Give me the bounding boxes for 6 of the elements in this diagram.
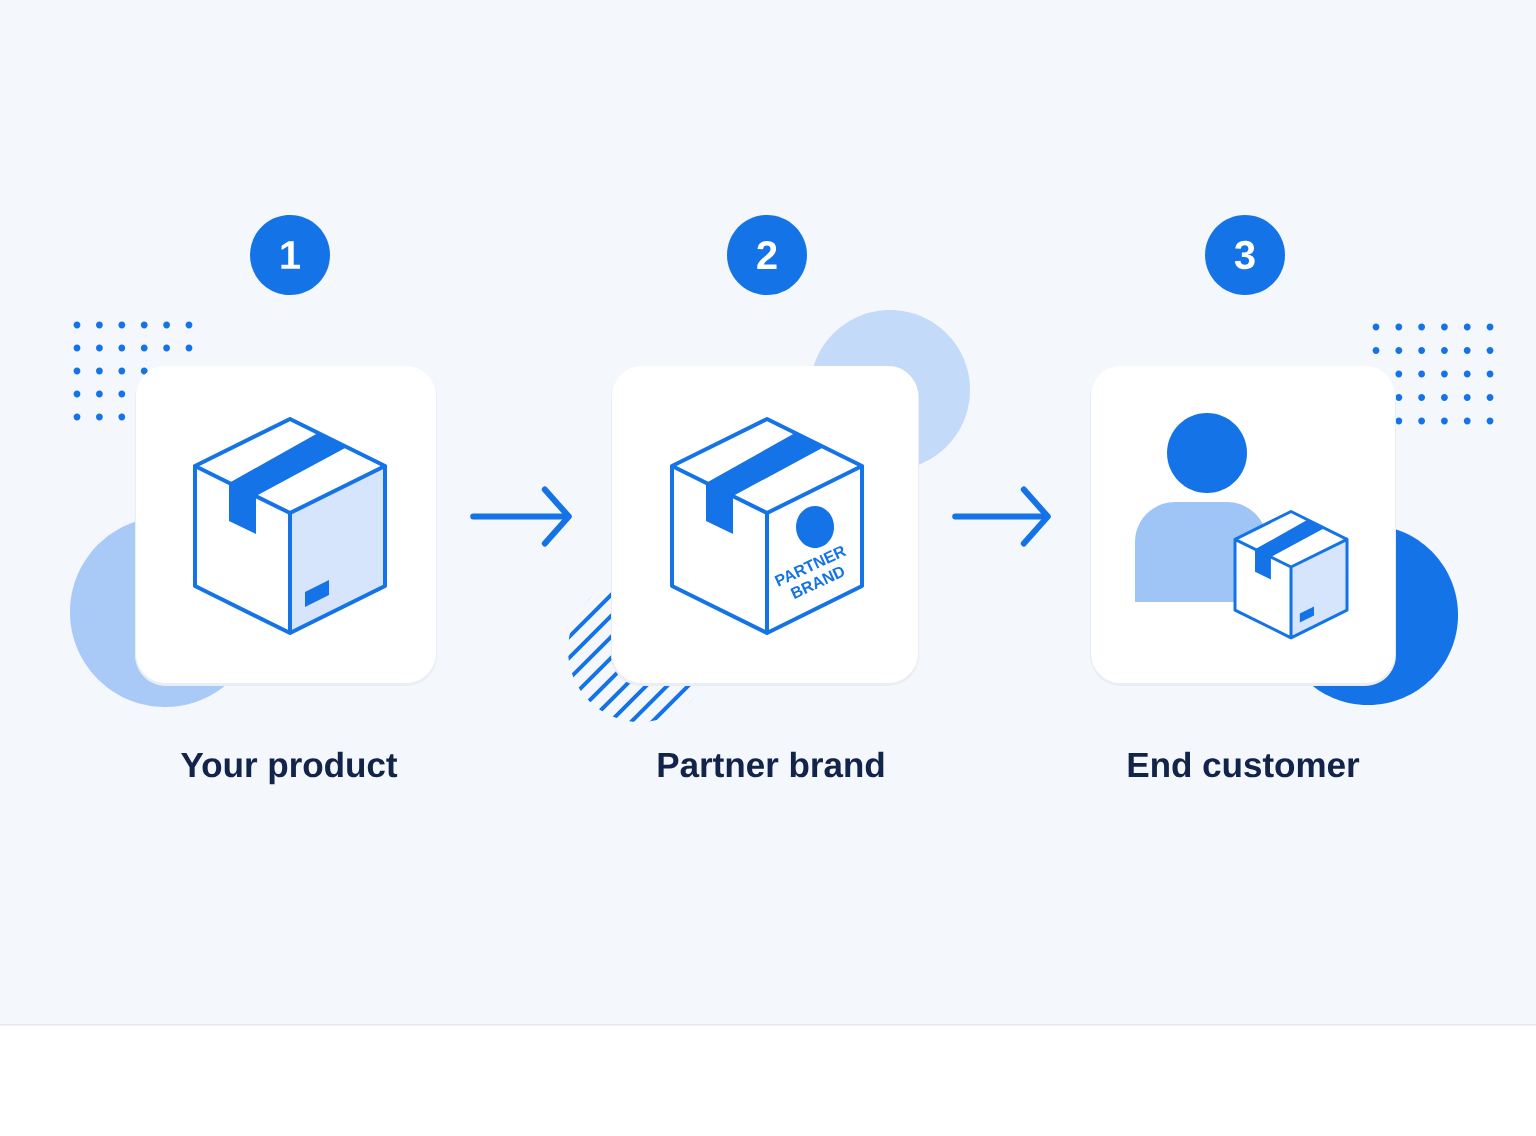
step-caption: Your product [181, 751, 398, 785]
number-badge: 1 [250, 215, 330, 295]
number-badge: 3 [1205, 215, 1285, 295]
step-caption: Partner brand [658, 751, 884, 778]
step-caption: End customer [1128, 751, 1360, 778]
number-badge: 2 [727, 215, 807, 295]
